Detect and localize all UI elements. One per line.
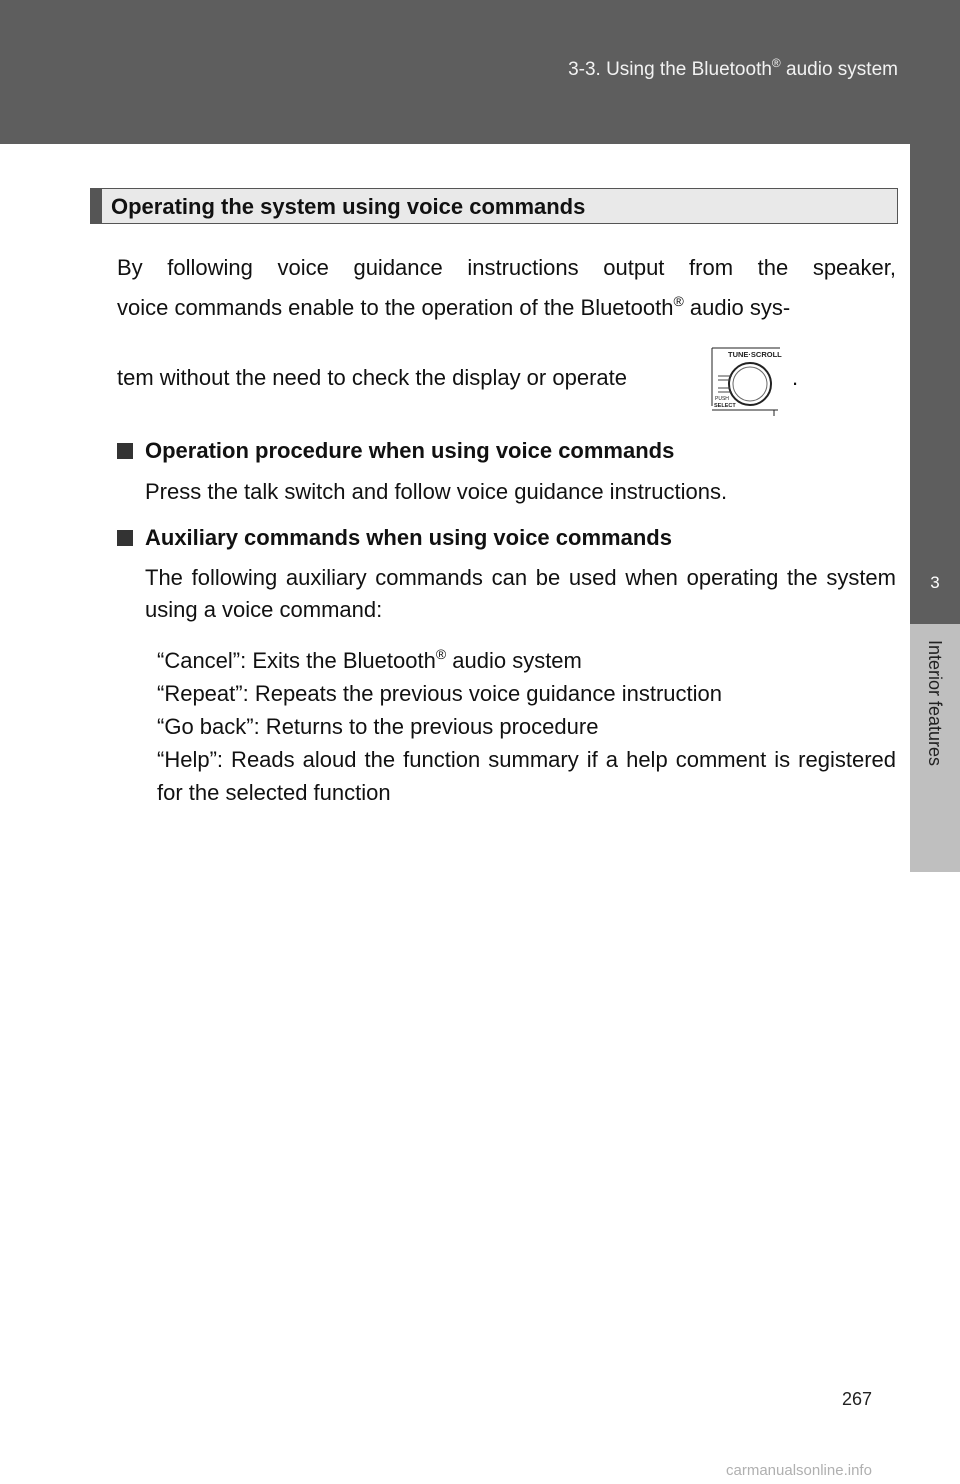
command-cancel-b: audio system — [446, 648, 582, 673]
knob-label-push: PUSH — [715, 396, 729, 402]
square-bullet-icon — [117, 530, 133, 546]
command-help: “Help”: Reads aloud the function summary… — [157, 747, 896, 805]
square-bullet-icon — [117, 443, 133, 459]
registered-mark: ® — [771, 56, 781, 70]
intro-line-2-b: audio sys- — [683, 295, 791, 320]
command-cancel-a: “Cancel”: Exits the Bluetooth — [157, 648, 436, 673]
chapter-tab-top — [910, 144, 960, 542]
chapter-tab: 3 Interior features — [910, 0, 960, 1484]
intro-line-2: voice commands enable to the operation o… — [117, 288, 896, 328]
running-header-prefix: 3-3. Using the Bluetooth — [568, 59, 772, 80]
tune-scroll-knob-icon: TUNE·SCROLL PUSH SELECT — [711, 347, 782, 416]
intro-line-2-a: voice commands enable to the operation o… — [117, 295, 674, 320]
registered-mark: ® — [435, 646, 447, 662]
section-title-accent — [91, 189, 102, 223]
section-title: Operating the system using voice command… — [111, 194, 586, 219]
intro-line-3-end: . — [792, 365, 799, 390]
subsection-body-auxiliary: The following auxiliary commands can be … — [145, 565, 896, 622]
intro-line-3: tem without the need to check the displa… — [117, 365, 627, 390]
running-header-suffix: audio system — [780, 59, 898, 80]
command-list: “Cancel”: Exits the Bluetooth® audio sys… — [157, 644, 896, 809]
command-go-back: “Go back”: Returns to the previous proce… — [157, 714, 599, 739]
subsection-heading-text: Auxiliary commands when using voice comm… — [145, 525, 672, 550]
page-number: 267 — [842, 1389, 873, 1409]
subsection-heading-operation: Operation procedure when using voice com… — [117, 436, 674, 466]
page-header — [0, 0, 960, 144]
intro-paragraph: By following voice guidance instructions… — [117, 248, 896, 328]
subsection-body-operation: Press the talk switch and follow voice g… — [145, 479, 728, 504]
intro-line-1: By following voice guidance instructions… — [117, 255, 896, 280]
watermark: carmanualsonline.info — [726, 1462, 872, 1479]
chapter-label: Interior features — [925, 640, 945, 767]
chapter-label-box — [910, 624, 960, 872]
command-cancel: “Cancel”: Exits the Bluetooth® audio sys… — [157, 644, 896, 677]
knob-label-select: SELECT — [714, 403, 736, 409]
chapter-number: 3 — [910, 542, 960, 624]
section-title-bar: Operating the system using voice command… — [90, 188, 898, 224]
command-repeat: “Repeat”: Repeats the previous voice gui… — [157, 681, 722, 706]
subsection-heading-text: Operation procedure when using voice com… — [145, 438, 675, 463]
registered-mark: ® — [673, 293, 684, 309]
knob-label-top: TUNE·SCROLL — [728, 350, 782, 359]
running-header: 3-3. Using the Bluetooth® audio system — [568, 55, 898, 85]
subsection-heading-auxiliary: Auxiliary commands when using voice comm… — [117, 523, 672, 553]
